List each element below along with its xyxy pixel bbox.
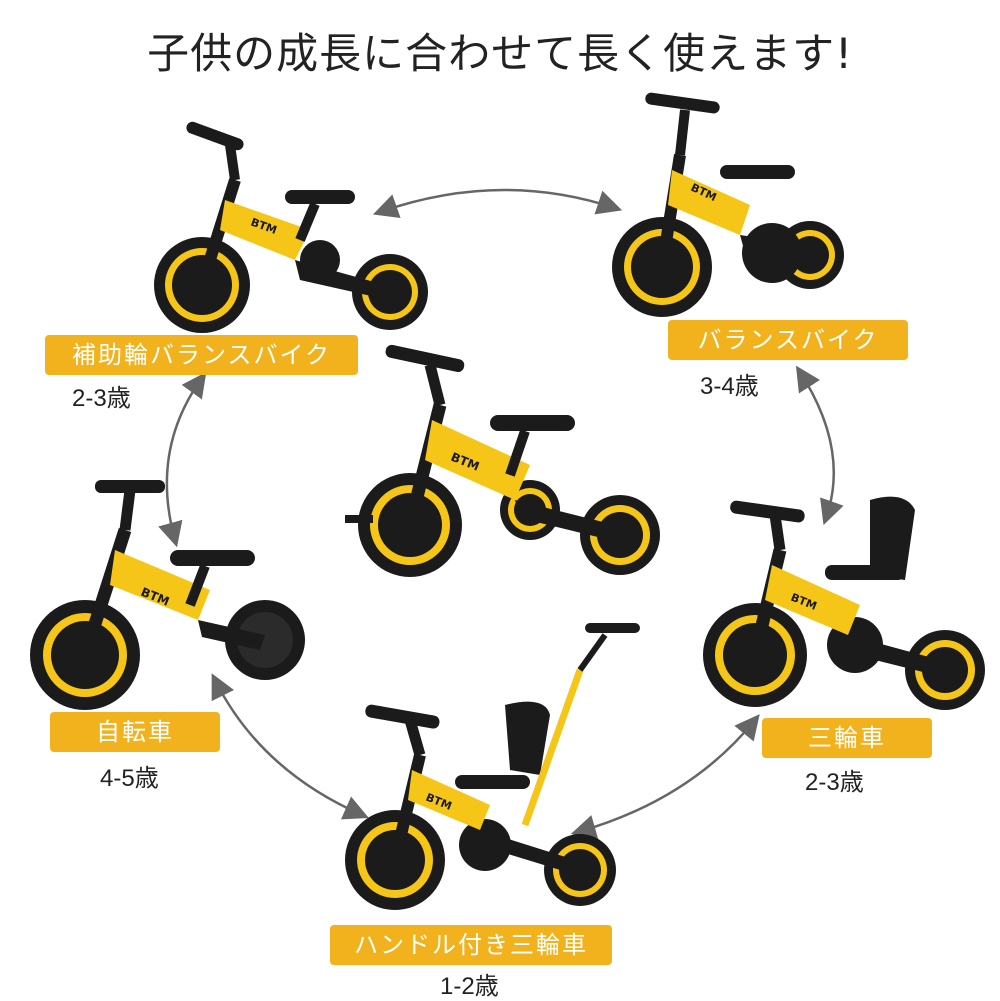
mode-label-balance: バランスバイク	[668, 320, 908, 360]
bike-training-balance: BTM	[154, 121, 428, 333]
mode-age-push-handle: 1-2歳	[440, 973, 499, 1000]
mode-label-training-balance: 補助輪バランスバイク	[45, 335, 358, 375]
page-title: 子供の成長に合わせて長く使えます!	[147, 29, 853, 78]
mode-age-bicycle: 4-5歳	[100, 765, 159, 792]
mode-age-tricycle: 2-3歳	[805, 769, 864, 796]
bike-push-handle-tricycle: BTM	[345, 623, 640, 910]
mode-label-tricycle: 三輪車	[762, 718, 932, 758]
bike-bicycle: BTM	[30, 480, 305, 710]
arrow-bottom-right	[570, 714, 760, 840]
arrow-right	[795, 365, 844, 526]
bike-center: BTM	[345, 344, 660, 577]
arrow-bottom-left	[211, 673, 369, 820]
arrow-top	[372, 188, 623, 219]
bike-balance: BTM	[612, 92, 844, 317]
mode-label-bicycle: 自転車	[50, 712, 220, 752]
mode-age-training-balance: 2-3歳	[72, 385, 131, 412]
arrow-left	[158, 371, 207, 548]
mode-age-balance: 3-4歳	[700, 373, 759, 400]
bike-tricycle: BTM	[703, 496, 985, 710]
mode-label-push-handle: ハンドル付き三輪車	[330, 925, 612, 965]
